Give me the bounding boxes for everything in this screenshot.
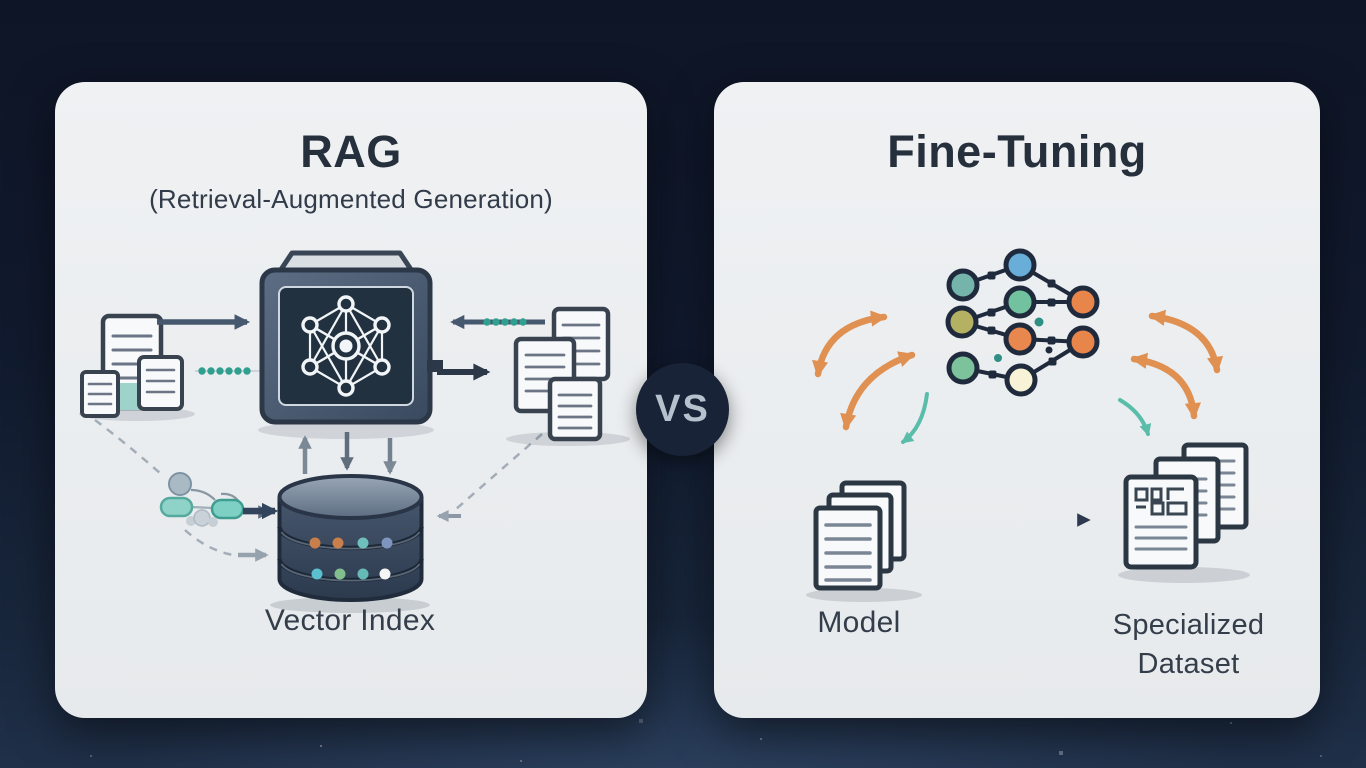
fine-tuning-panel: Fine-Tuning Model Specialized Dataset bbox=[714, 82, 1320, 718]
retrieval-arrow bbox=[450, 314, 545, 330]
graph-network-glyph bbox=[308, 303, 384, 389]
rag-panel: RAG (Retrieval-Augmented Generation) Vec… bbox=[55, 82, 647, 718]
source-documents-icon bbox=[79, 313, 195, 421]
vs-label: VS bbox=[655, 388, 710, 430]
rag-title: RAG bbox=[300, 126, 402, 177]
specialized-dataset-icon bbox=[1118, 442, 1250, 583]
fine-tuning-title: Fine-Tuning bbox=[887, 126, 1147, 177]
retrieved-documents-icon bbox=[506, 306, 630, 446]
query-tokens-icon bbox=[159, 472, 279, 527]
form-glyphs bbox=[1134, 487, 1188, 516]
star-speckles bbox=[0, 0, 2, 2]
specialized-dataset-label: Specialized Dataset bbox=[1112, 609, 1265, 681]
sync-arrows bbox=[298, 432, 397, 475]
neural-network-icon bbox=[945, 248, 1100, 397]
vector-index-label: Vector Index bbox=[264, 604, 436, 637]
rag-subtitle: (Retrieval-Augmented Generation) bbox=[149, 184, 553, 214]
model-label: Model bbox=[817, 606, 901, 639]
vector-database-icon bbox=[270, 474, 430, 613]
training-loop-arrows-icon bbox=[812, 309, 1224, 444]
vs-badge: VS bbox=[636, 363, 729, 456]
fine-tuning-diagram bbox=[806, 248, 1250, 602]
rag-diagram bbox=[79, 250, 630, 613]
model-documents-icon bbox=[806, 480, 922, 602]
vector-dots bbox=[309, 537, 393, 580]
dashed-connectors bbox=[94, 419, 543, 557]
embedding-dots-icon bbox=[195, 367, 261, 375]
neural-cube-icon bbox=[258, 250, 443, 439]
